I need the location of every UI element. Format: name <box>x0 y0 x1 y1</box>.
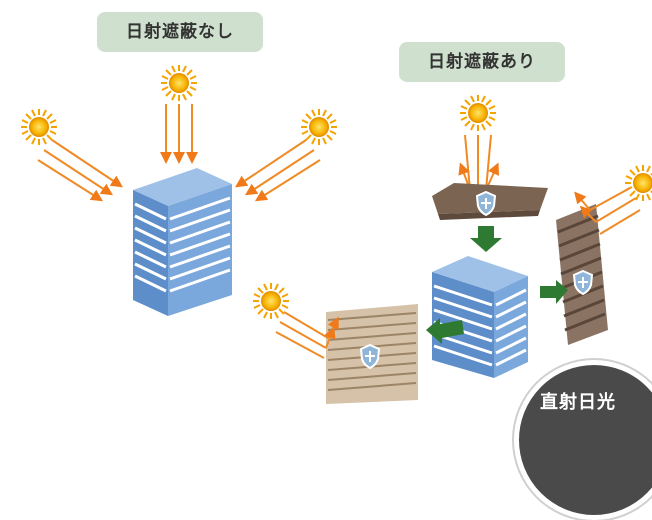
reflected-rays-right <box>574 191 597 223</box>
sun-icon <box>160 64 198 102</box>
sun-rays-top <box>160 104 198 164</box>
label-with-shading: 日射遮蔽あり <box>399 42 565 82</box>
badge-text: 直射日光 <box>540 392 616 413</box>
arrow-icon <box>470 226 502 252</box>
sun-icon <box>459 94 497 132</box>
sun-rays-left-side <box>275 311 329 359</box>
sun-rays-right <box>235 139 321 202</box>
label-no-shading: 日射遮蔽なし <box>97 12 263 52</box>
arrow-icon <box>426 318 464 344</box>
sun-rays-top-right <box>464 134 492 191</box>
building-icon <box>432 256 528 378</box>
arrow-icon <box>540 280 568 304</box>
sun-rays-left <box>37 139 123 202</box>
reflected-rays-left <box>324 316 339 349</box>
sun-icon <box>20 108 58 146</box>
sun-icon <box>300 108 338 146</box>
building-icon <box>133 168 232 316</box>
sun-rays-right-side <box>589 187 641 235</box>
sun-icon <box>624 164 652 202</box>
diagram-canvas <box>20 64 652 404</box>
sun-icon <box>252 282 290 320</box>
